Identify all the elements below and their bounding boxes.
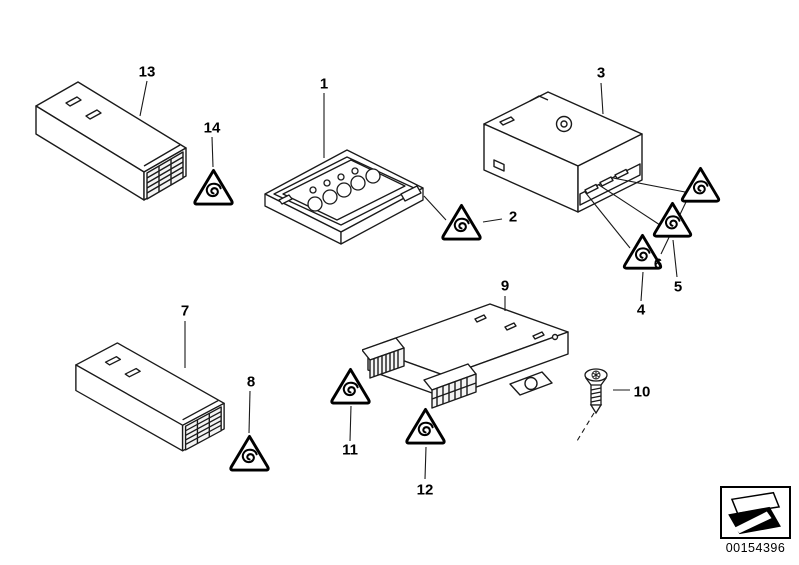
callout-10[interactable]: 10 [633, 383, 651, 401]
part-9-body-module [362, 303, 569, 409]
callout-1[interactable]: 1 [319, 75, 329, 93]
callout-14[interactable]: 14 [203, 119, 221, 137]
warning-triangle-6-icon [680, 166, 721, 203]
warning-triangle-14-icon [193, 168, 234, 206]
part-10-screw-icon [584, 368, 608, 415]
warning-triangle-12-icon [405, 407, 446, 445]
callout-3[interactable]: 3 [596, 64, 606, 82]
image-number-label: 00154396 [725, 541, 786, 555]
part-3-module [483, 91, 643, 213]
warning-triangle-11-icon [330, 367, 371, 405]
part-1-module [264, 149, 424, 245]
callout-5[interactable]: 5 [673, 278, 683, 296]
callout-8[interactable]: 8 [246, 373, 256, 391]
catalog-logo-icon [728, 491, 781, 535]
callout-6[interactable]: 6 [653, 255, 663, 273]
callout-9[interactable]: 9 [500, 277, 510, 295]
catalog-logo-box [720, 486, 791, 539]
callout-13[interactable]: 13 [138, 63, 156, 81]
callout-7[interactable]: 7 [180, 302, 190, 320]
callout-12[interactable]: 12 [416, 481, 434, 499]
warning-triangle-2-icon [441, 203, 482, 241]
callout-4[interactable]: 4 [636, 301, 646, 319]
warning-triangle-8-icon [229, 434, 270, 472]
callout-2[interactable]: 2 [508, 208, 518, 226]
callout-11[interactable]: 11 [342, 441, 358, 459]
